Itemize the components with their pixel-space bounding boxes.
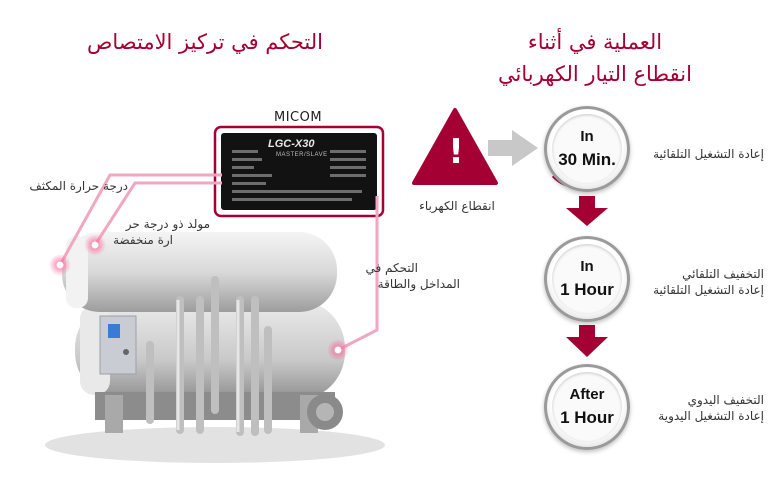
low-temp-generator-label-2: ارة منخفضة xyxy=(113,233,173,247)
clock-in-1-hour: In 1 Hour xyxy=(544,236,630,322)
micom-screen-brand: LGC-X30 xyxy=(268,138,315,150)
pipes xyxy=(146,276,272,436)
low-temp-generator-label-1: مولد ذو درجة حر xyxy=(125,217,210,231)
input-control-label-1: التحكم في xyxy=(365,261,418,275)
condenser-temp-label: درجة حرارة المكثف xyxy=(29,179,128,193)
step-1-desc: إعادة التشغيل التلقائية xyxy=(653,147,764,161)
connector-lines xyxy=(58,173,379,352)
power-outage-label: انقطاع الكهرباء xyxy=(419,199,495,213)
micom-panel xyxy=(213,125,385,218)
down-arrow-1 xyxy=(566,196,608,226)
right-title-line2: انقطاع التيار الكهربائي xyxy=(498,62,692,86)
down-arrow-2 xyxy=(566,325,608,357)
upper-shell xyxy=(62,232,337,312)
grey-arrow xyxy=(488,130,538,166)
micom-screen-sub: MASTER/SLAVE xyxy=(276,152,328,158)
clock-3-line1: After xyxy=(569,386,605,403)
input-control-label-2: المداخل والطاقة xyxy=(377,277,460,291)
control-cabinet xyxy=(99,315,137,375)
left-title: التحكم في تركيز الامتصاص xyxy=(86,30,323,54)
step-2-desc-line2: إعادة التشغيل التلقائية xyxy=(653,283,764,297)
sensor-points xyxy=(49,234,349,361)
clock-after-1-hour: After 1 Hour xyxy=(544,364,630,450)
warning-triangle-icon xyxy=(412,108,498,185)
step-3-desc-line2: إعادة التشغيل اليدوية xyxy=(658,409,764,423)
right-title-line1: العملية في أثناء xyxy=(527,30,663,54)
clock-2-line1: In xyxy=(580,258,594,275)
clock-1-line1: In xyxy=(580,128,594,145)
clock-in-30-min: In 30 Min. xyxy=(544,106,630,192)
step-2-desc-line1: التخفيف التلقائي xyxy=(682,267,764,281)
warning-exclamation: ! xyxy=(448,132,464,172)
micom-label: MICOM xyxy=(274,110,323,125)
ground-shadow xyxy=(45,427,385,463)
step-3-desc-line1: التخفيف اليدوي xyxy=(687,393,764,407)
clock-3-line2: 1 Hour xyxy=(560,408,614,427)
clock-1-line2: 30 Min. xyxy=(558,150,616,169)
clock-2-line2: 1 Hour xyxy=(560,280,614,299)
